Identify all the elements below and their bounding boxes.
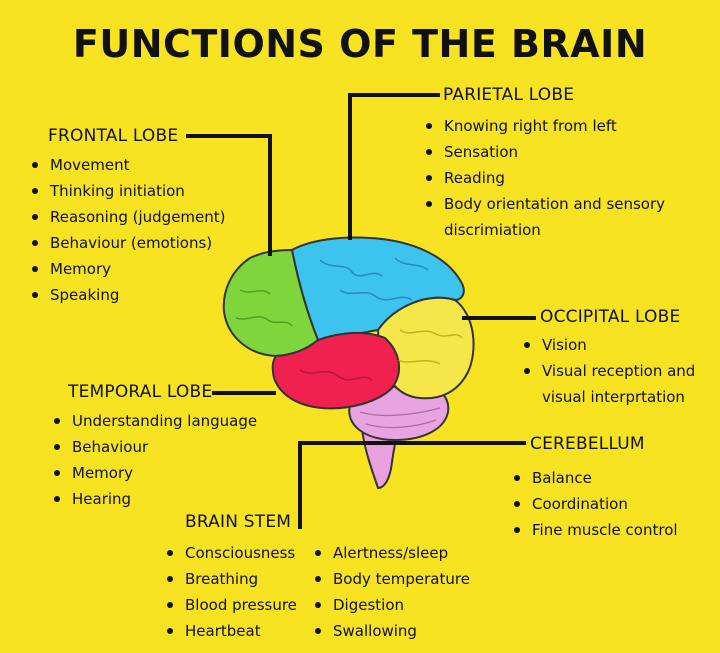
list-item: Understanding language <box>52 408 282 434</box>
brain-stem-list-right: Alertness/sleep Body temperature Digesti… <box>313 540 493 644</box>
cerebellum-connector-h <box>300 441 526 445</box>
parietal-lobe-heading: PARIETAL LOBE <box>443 85 575 105</box>
list-item: Memory <box>30 256 260 282</box>
cerebellum-heading: CEREBELLUM <box>530 434 645 454</box>
cerebellum-list: Balance Coordination Fine muscle control <box>512 465 712 543</box>
list-item: Behaviour <box>52 434 282 460</box>
brain-stem-list-left: Consciousness Breathing Blood pressure H… <box>165 540 315 644</box>
list-item: Knowing right from left <box>424 113 674 139</box>
parietal-connector-v <box>348 93 352 240</box>
list-item: Movement <box>30 152 260 178</box>
list-item: Balance <box>512 465 712 491</box>
list-item: Reasoning (judgement) <box>30 204 260 230</box>
page-title: FUNCTIONS OF THE BRAIN <box>72 22 648 66</box>
frontal-connector-v <box>268 134 272 256</box>
list-item: Fine muscle control <box>512 517 712 543</box>
list-item: Alertness/sleep <box>313 540 493 566</box>
temporal-connector-h <box>212 391 276 395</box>
list-item: Coordination <box>512 491 712 517</box>
list-item: Body orientation and sensory discrimiati… <box>424 191 674 243</box>
occipital-connector-h <box>462 316 536 320</box>
list-item: Heartbeat <box>165 618 315 644</box>
frontal-lobe-heading: FRONTAL LOBE <box>48 126 179 146</box>
temporal-lobe-list: Understanding language Behaviour Memory … <box>52 408 282 512</box>
parietal-connector-h <box>348 93 440 97</box>
list-item: Behaviour (emotions) <box>30 230 260 256</box>
parietal-lobe-list: Knowing right from left Sensation Readin… <box>424 113 674 243</box>
list-item: Breathing <box>165 566 315 592</box>
list-item: Vision <box>522 332 700 358</box>
list-item: Hearing <box>52 486 282 512</box>
list-item: Digestion <box>313 592 493 618</box>
list-item: Thinking initiation <box>30 178 260 204</box>
brainstem-connector-v <box>298 441 302 529</box>
list-item: Sensation <box>424 139 674 165</box>
list-item: Speaking <box>30 282 260 308</box>
frontal-connector-h <box>186 134 272 138</box>
frontal-region <box>222 248 320 358</box>
list-item: Blood pressure <box>165 592 315 618</box>
frontal-lobe-list: Movement Thinking initiation Reasoning (… <box>30 152 260 308</box>
list-item: Body temperature <box>313 566 493 592</box>
temporal-region <box>271 331 401 410</box>
list-item: Visual reception and visual interprtatio… <box>522 358 700 410</box>
list-item: Memory <box>52 460 282 486</box>
list-item: Consciousness <box>165 540 315 566</box>
temporal-lobe-heading: TEMPORAL LOBE <box>68 382 213 402</box>
occipital-lobe-heading: OCCIPITAL LOBE <box>540 307 681 327</box>
list-item: Reading <box>424 165 674 191</box>
occipital-lobe-list: Vision Visual reception and visual inter… <box>522 332 700 410</box>
brain-stem-heading: BRAIN STEM <box>185 512 292 532</box>
list-item: Swallowing <box>313 618 493 644</box>
